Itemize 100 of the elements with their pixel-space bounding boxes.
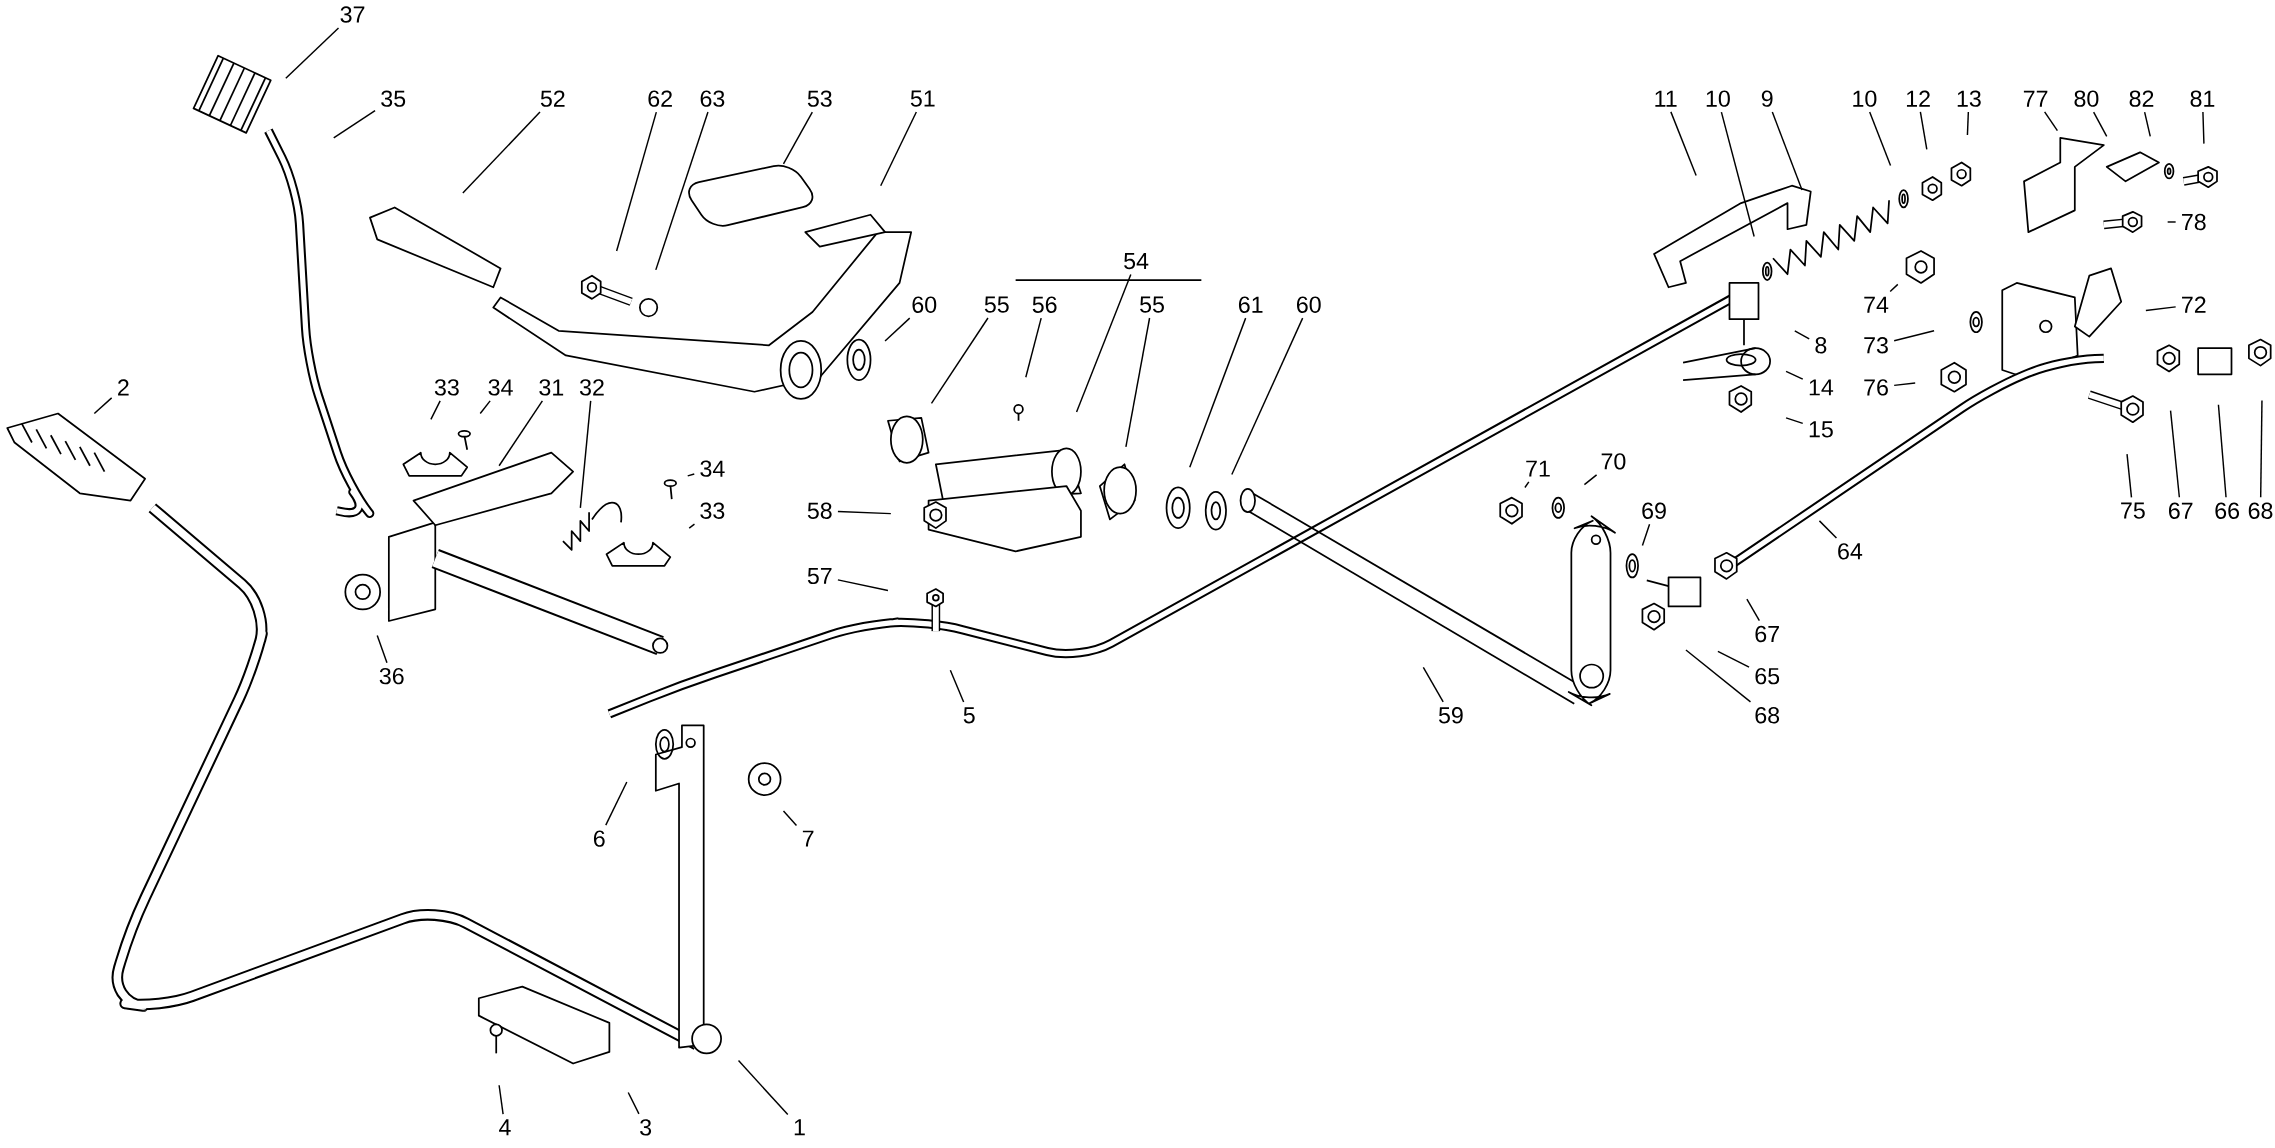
leader-line <box>376 634 388 664</box>
leader-line <box>498 1084 504 1116</box>
leader-line <box>605 781 628 827</box>
callout-number: 2 <box>118 379 129 396</box>
leader-line <box>837 579 889 592</box>
callout-number: 61 <box>1238 296 1263 314</box>
leader-line <box>1231 317 1304 476</box>
leader-line <box>479 400 491 415</box>
callout-number: 68 <box>2248 502 2273 520</box>
leader-line <box>579 400 592 509</box>
leader-line <box>2143 111 2151 138</box>
callout-number: 35 <box>381 90 406 108</box>
leader-line <box>2169 410 2181 499</box>
leader-line <box>1785 370 1804 380</box>
leader-line <box>333 110 376 139</box>
leader-line <box>1746 598 1761 622</box>
leader-line <box>1868 111 1892 167</box>
leader-line <box>2217 404 2227 499</box>
callout-number: 52 <box>540 90 565 108</box>
callout-number: 65 <box>1755 668 1780 685</box>
callout-number: 71 <box>1526 460 1550 477</box>
callout-number: 51 <box>910 90 935 107</box>
leader-line <box>285 27 340 80</box>
callout-number: 60 <box>1297 296 1321 314</box>
leader-line <box>1075 273 1132 413</box>
leader-line <box>1785 417 1804 425</box>
callout-number: 72 <box>2182 296 2206 313</box>
callout-number: 12 <box>1906 90 1930 107</box>
callout-number: 58 <box>807 502 832 520</box>
callout-number: 5 <box>963 707 975 724</box>
leader-line <box>1641 523 1651 547</box>
callout-number: 1 <box>794 1119 805 1136</box>
leader-line <box>2259 399 2263 499</box>
leader-line <box>737 1060 789 1116</box>
callout-number: 82 <box>2129 90 2154 108</box>
callout-number: 55 <box>1140 296 1164 313</box>
leader-line <box>1893 330 1935 342</box>
callout-number: 60 <box>912 296 937 314</box>
callout-number: 77 <box>2023 90 2048 107</box>
callout-number: 62 <box>648 90 672 108</box>
leader-line <box>1125 317 1151 448</box>
callout-number: 63 <box>700 90 725 108</box>
callout-number: 34 <box>488 379 513 396</box>
callout-number: 74 <box>1864 296 1889 313</box>
leader-line <box>884 317 911 342</box>
leader-line <box>782 810 798 827</box>
leader-line <box>1422 666 1444 703</box>
leader-line <box>1818 520 1838 539</box>
leader-line <box>688 523 696 529</box>
callout-number: 78 <box>2182 213 2206 231</box>
leader-line <box>880 111 918 187</box>
leader-line <box>1966 111 1970 136</box>
callout-number: 54 <box>1124 253 1149 270</box>
callout-number: 64 <box>1838 543 1863 560</box>
leader-line <box>1794 330 1810 340</box>
callout-number: 53 <box>807 90 832 108</box>
leader-line <box>498 400 544 467</box>
leader-line <box>2166 221 2177 223</box>
leader-line <box>1717 650 1750 668</box>
callout-number: 10 <box>1706 90 1730 108</box>
callout-number: 68 <box>1755 707 1780 724</box>
callout-number: 80 <box>2074 90 2099 108</box>
callout-number: 33 <box>700 502 725 520</box>
leader-line <box>1919 111 1928 151</box>
leader-line <box>627 1091 640 1115</box>
callout-number: 7 <box>802 830 814 847</box>
leader-line <box>2126 453 2133 499</box>
callout-number: 37 <box>340 6 365 23</box>
callout-number: 9 <box>1761 90 1773 108</box>
callout-number: 13 <box>1957 90 1981 108</box>
callout-number: 10 <box>1853 90 1877 108</box>
leader-line <box>687 473 695 477</box>
leader-line <box>462 111 541 194</box>
callout-number: 6 <box>593 830 605 847</box>
leader-line <box>930 317 989 405</box>
callout-number: 8 <box>1815 337 1827 354</box>
leader-line <box>837 510 892 515</box>
leader-line <box>2043 111 2059 132</box>
leader-line <box>655 111 709 271</box>
leader-line <box>1893 382 1916 387</box>
leader-line <box>1670 111 1697 177</box>
callout-number: 15 <box>1809 421 1833 438</box>
callout-number: 81 <box>2190 90 2215 108</box>
callout-number: 55 <box>984 296 1009 313</box>
leader-line <box>949 669 965 703</box>
callout-number: 32 <box>579 379 604 396</box>
leader-line <box>782 111 814 165</box>
callout-number: 76 <box>1864 379 1888 396</box>
callout-number: 69 <box>1642 502 1666 520</box>
leader-line <box>1025 317 1042 379</box>
callout-number: 59 <box>1438 707 1463 724</box>
leader-line <box>1524 481 1530 489</box>
leader-line <box>1720 111 1755 238</box>
leader-line <box>615 111 658 252</box>
callout-number: 11 <box>1655 90 1677 107</box>
callout-number: 67 <box>1755 626 1779 643</box>
callout-number: 33 <box>434 379 459 396</box>
callout-number: 57 <box>807 568 832 585</box>
leader-line <box>2092 111 2108 138</box>
callout-number: 70 <box>1601 453 1626 470</box>
